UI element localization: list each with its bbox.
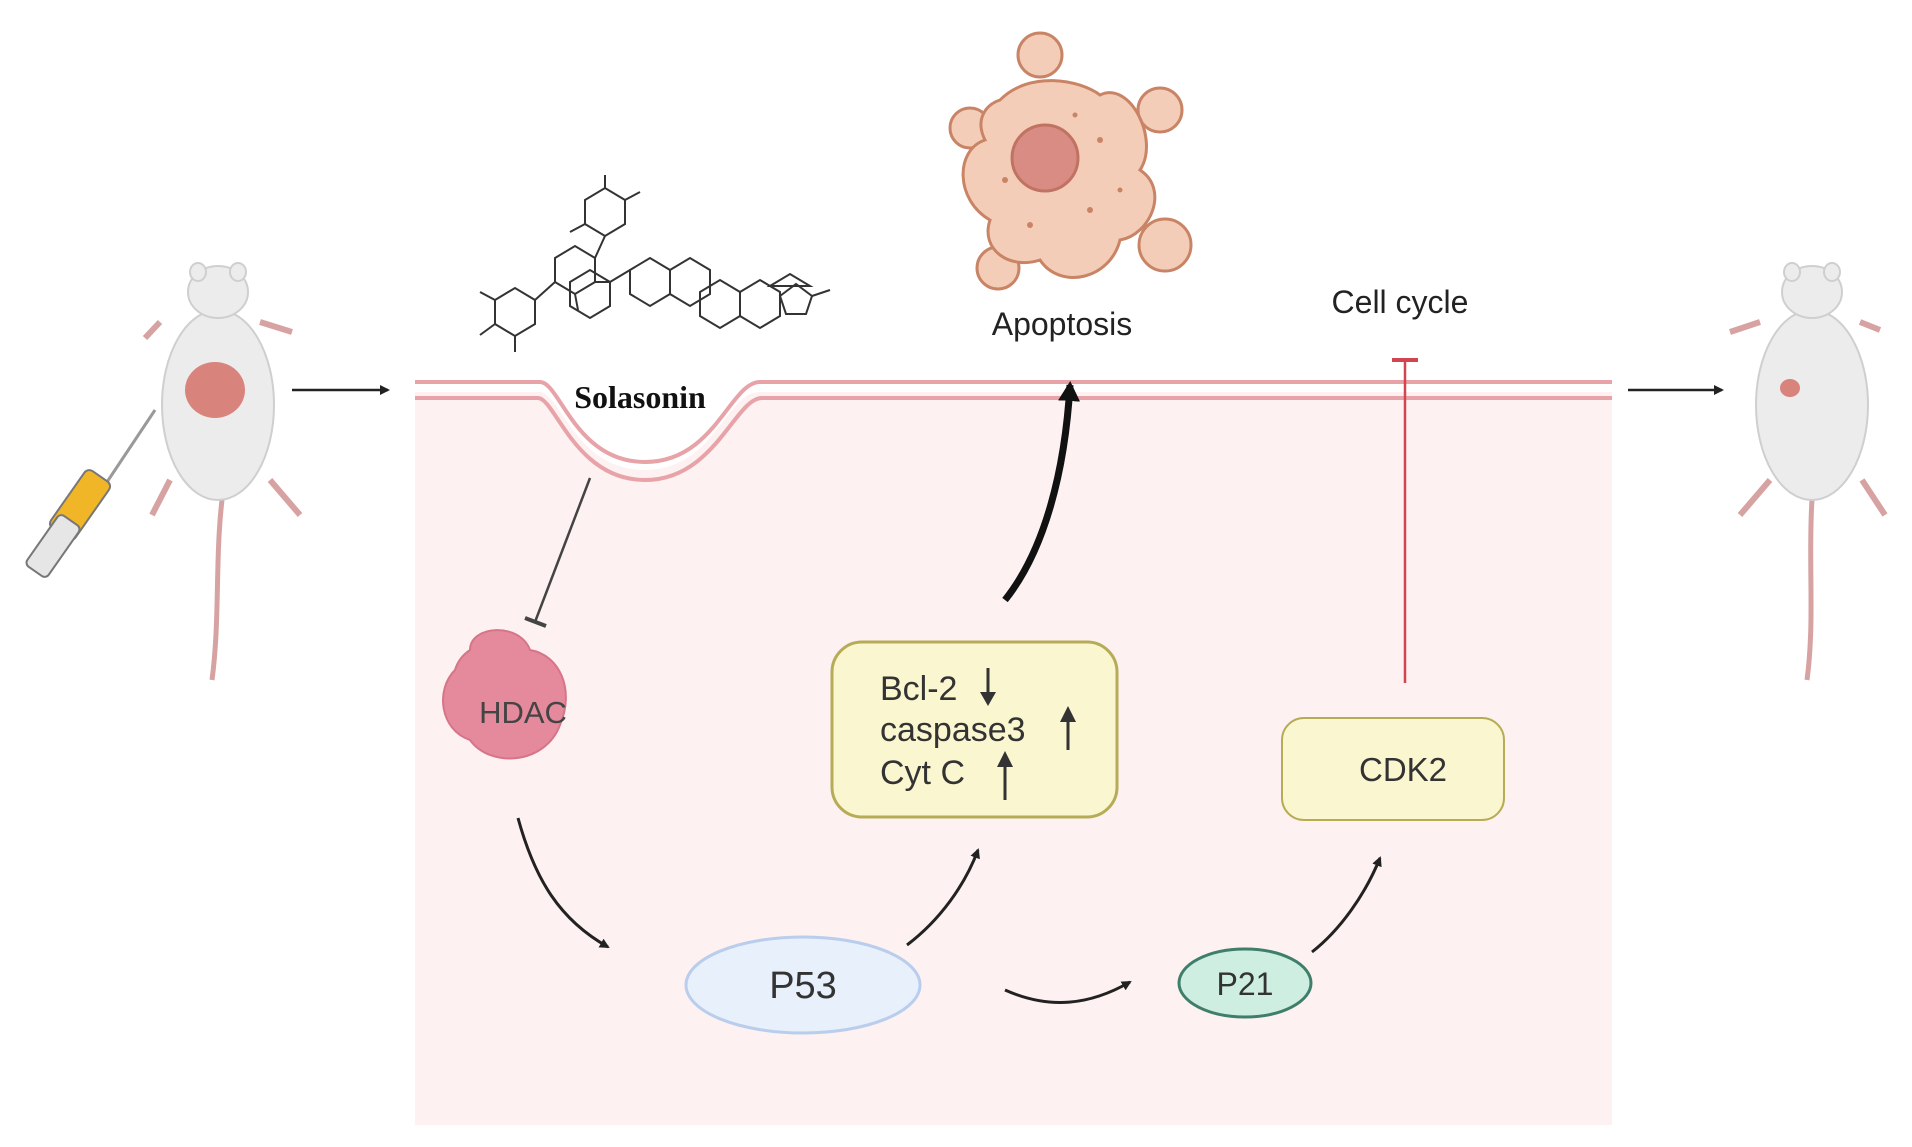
mouse-with-large-tumor	[142, 262, 303, 681]
apoptotic-cell-icon	[948, 31, 1193, 291]
p21-label: P21	[1217, 966, 1274, 1002]
arrow-p53-to-apoptosis-box	[906, 848, 980, 947]
cdk2-inhibits-cell-cycle-line	[1392, 358, 1418, 683]
arrow-hdac-to-p53	[516, 817, 610, 949]
solasonin-inhibits-hdac-line	[524, 477, 592, 628]
solasonin-molecule-icon	[479, 175, 831, 352]
p53-label: P53	[769, 965, 837, 1007]
apoptosis-label: Apoptosis	[992, 306, 1133, 342]
cell-membrane	[415, 380, 1612, 483]
arrow-to-apoptosis	[1002, 381, 1081, 603]
p53-node: P53	[684, 935, 922, 1035]
tumor-small	[1780, 379, 1800, 397]
apoptosis-markers-box: Bcl-2 caspase3 Cyt C	[830, 640, 1119, 819]
p21-node: P21	[1177, 947, 1313, 1019]
cdk2-label: CDK2	[1359, 751, 1447, 788]
caspase3-up-arrow-icon	[1060, 706, 1076, 750]
mouse-with-small-tumor	[1729, 262, 1888, 681]
syringe-icon	[25, 409, 157, 578]
bcl2-down-arrow-icon	[980, 668, 996, 706]
arrow-p21-to-cdk2	[1311, 856, 1382, 954]
hdac-protein: HDAC	[442, 629, 567, 760]
bcl2-label: Bcl-2	[880, 670, 957, 708]
hdac-label: HDAC	[479, 695, 567, 730]
caspase3-label: caspase3	[880, 711, 1026, 749]
cytc-up-arrow-icon	[997, 751, 1013, 800]
solasonin-label: Solasonin	[574, 379, 706, 415]
cell-cycle-label: Cell cycle	[1332, 284, 1469, 320]
arrow-p53-to-p21	[1004, 980, 1132, 1004]
tumor-large	[185, 362, 245, 418]
cytc-label: Cyt C	[880, 754, 965, 792]
cdk2-node: CDK2	[1281, 717, 1505, 821]
